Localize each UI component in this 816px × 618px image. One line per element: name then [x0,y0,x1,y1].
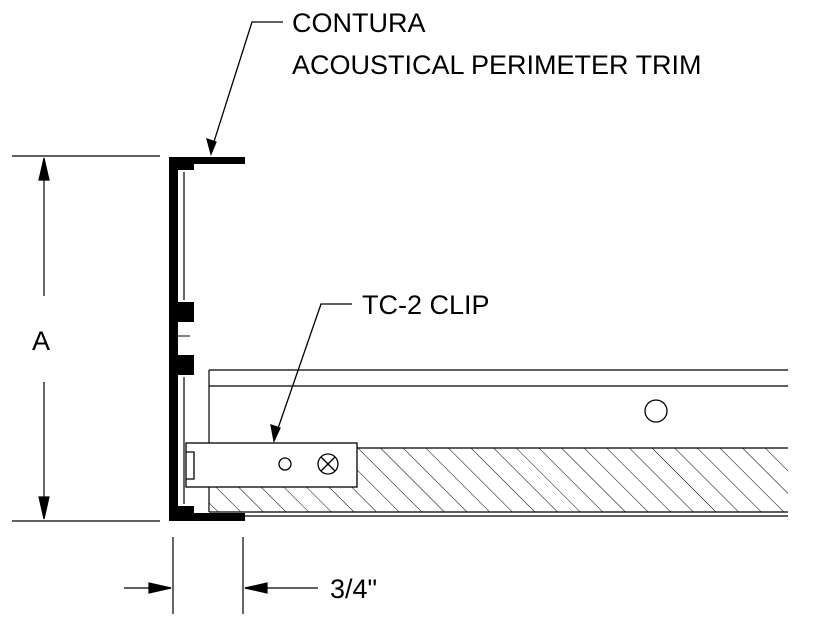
perimeter-trim-profile [169,157,245,521]
width-dimension [124,537,318,614]
height-dimension-label: A [32,326,50,356]
clip-label: TC-2 CLIP [362,290,490,320]
panel-hatched-section [357,448,788,512]
width-dimension-label: 3/4" [330,574,377,604]
clip-leader [270,303,352,444]
height-dimension [12,155,160,522]
panel-hole [644,399,668,423]
panel-hatched-section-left [209,487,357,512]
tc2-clip [185,442,358,488]
trim-label-line1: CONTURA [292,8,426,38]
trim-leader [206,21,283,157]
trim-label-line2: ACOUSTICAL PERIMETER TRIM [292,50,702,80]
clip-hole [278,457,292,471]
